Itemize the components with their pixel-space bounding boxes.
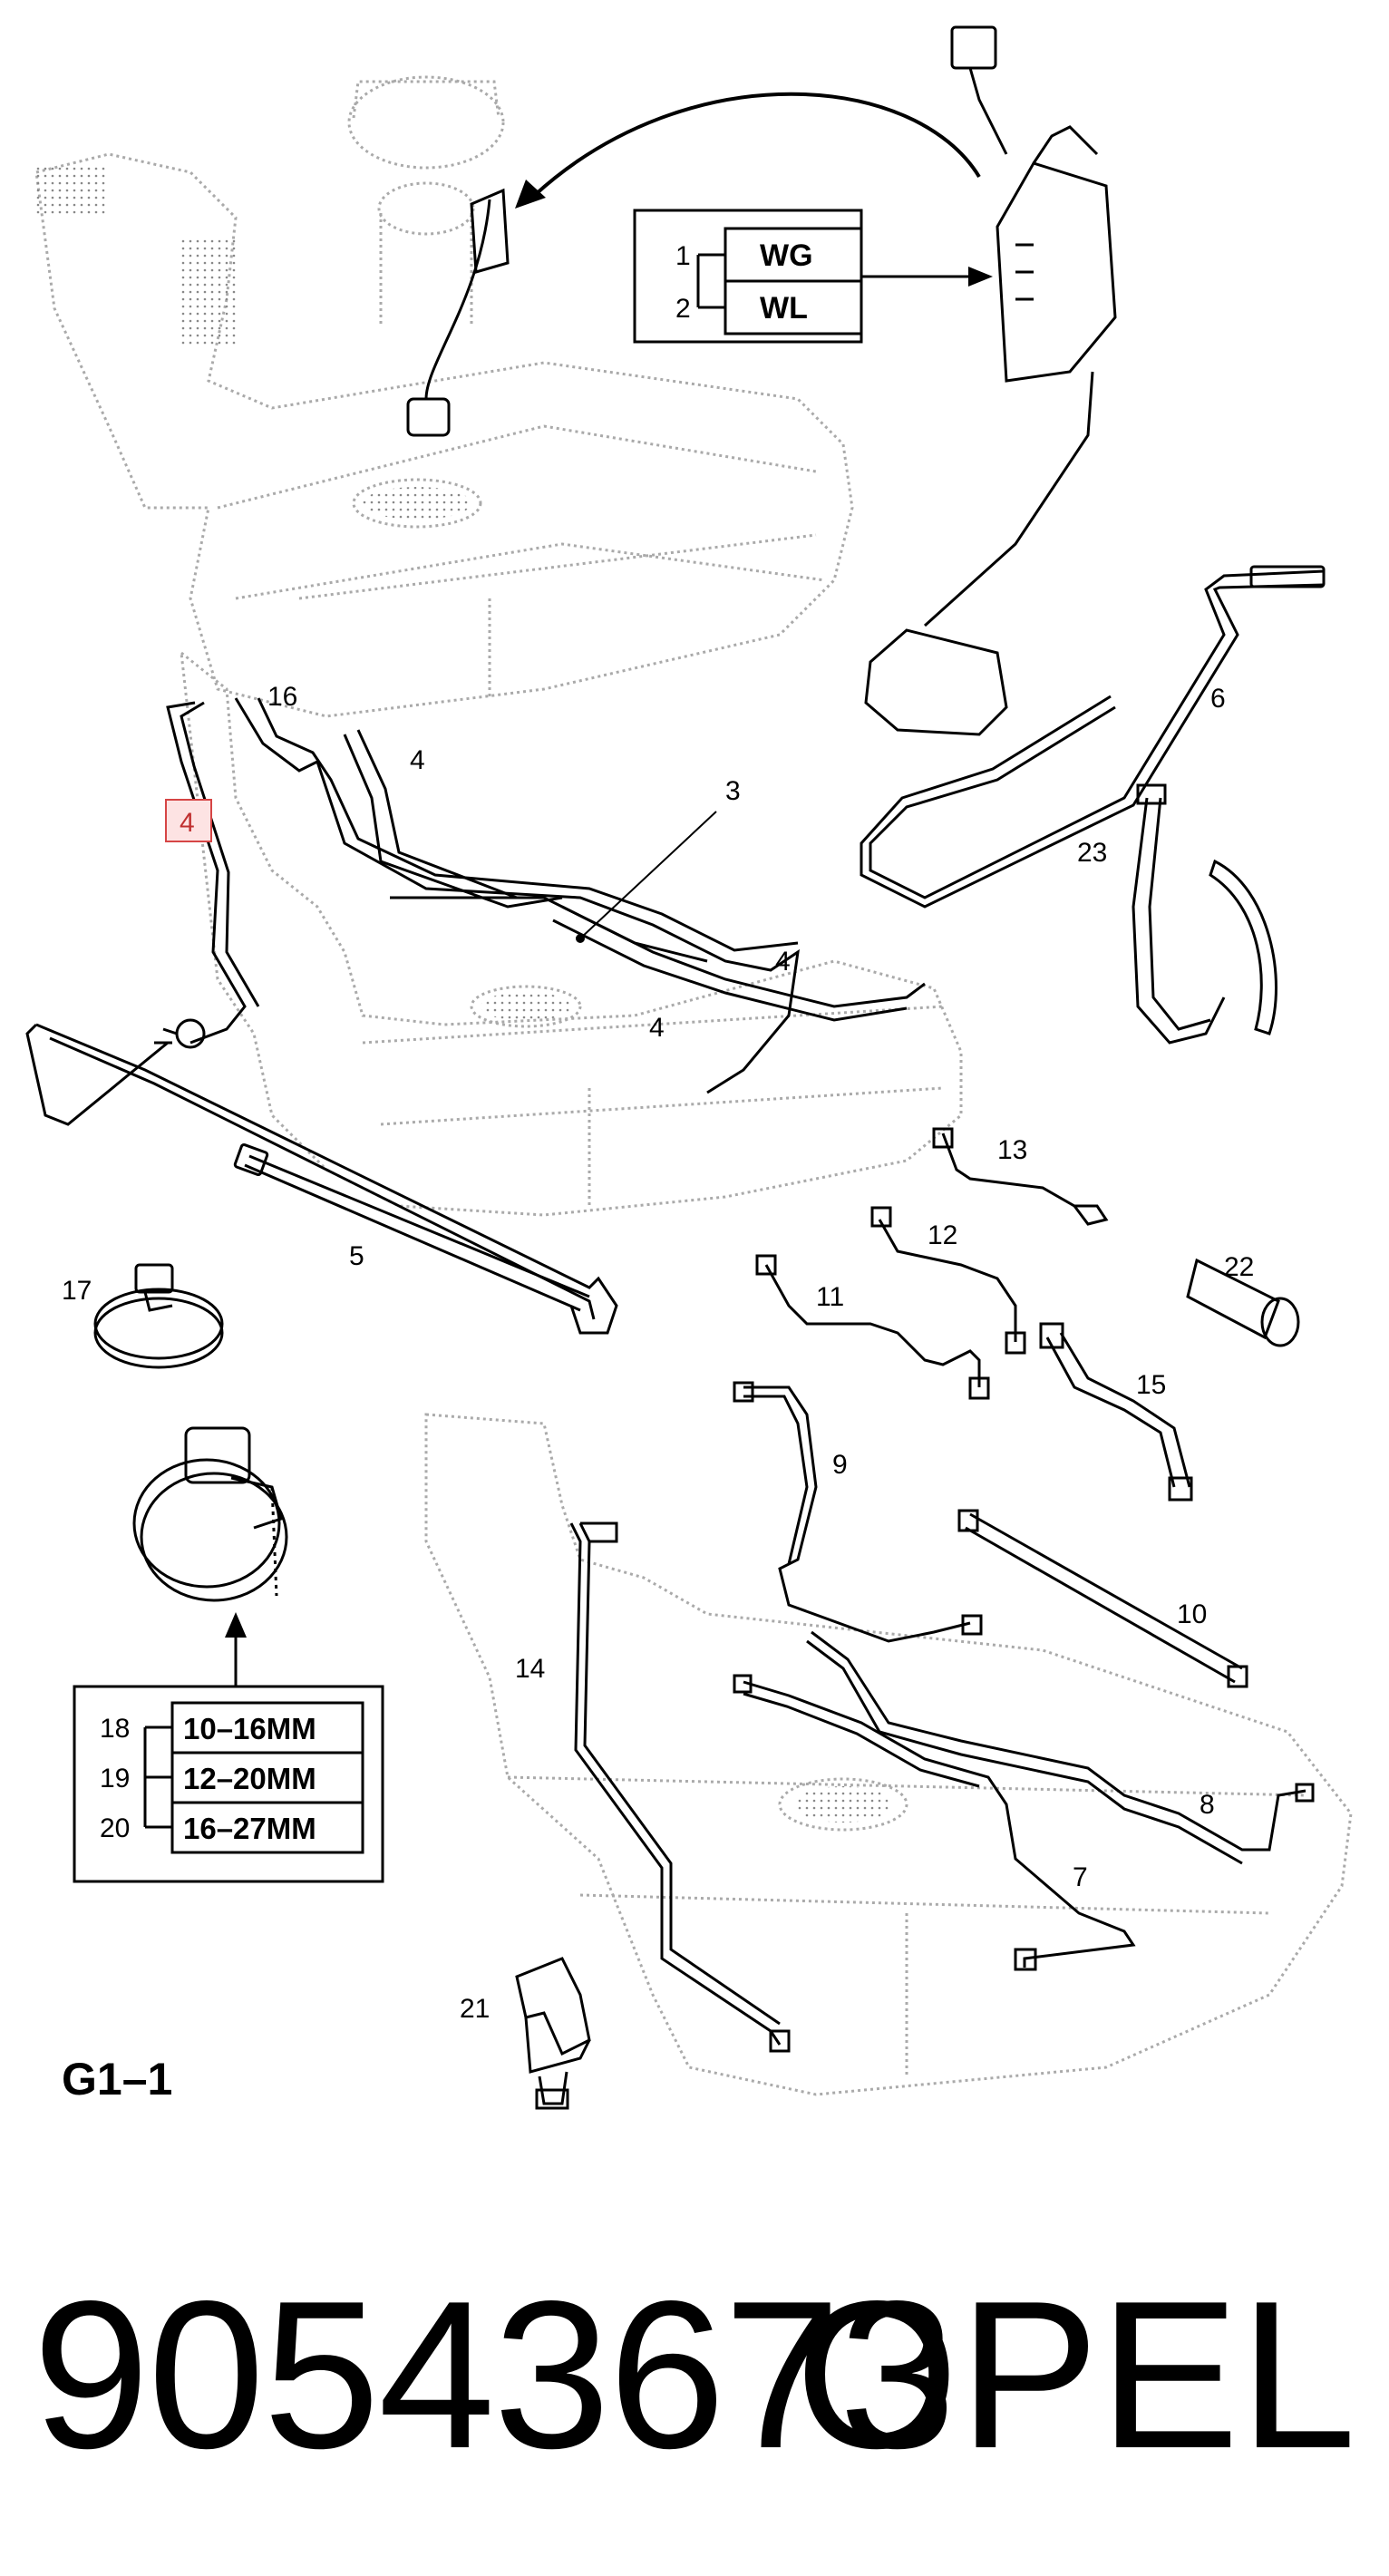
part-banner: 90543673 OPEL	[0, 2240, 1389, 2512]
part-5-fuel-line	[25, 1023, 618, 1335]
bottom-tank-shading	[793, 1786, 893, 1823]
callout-4-top: 4	[410, 745, 425, 775]
clamp-arrow-head	[225, 1612, 247, 1638]
bottom-fuel-tank	[424, 1413, 1353, 2096]
part-6-fuel-line	[860, 565, 1326, 909]
middle-tank-shading	[481, 992, 571, 1021]
callout-10: 10	[1177, 1599, 1207, 1629]
highlight-box	[165, 799, 212, 842]
clamp-size-box: 18 19 20 10–16MM 12–20MM 16–27MM	[73, 1685, 384, 1883]
clamp-num-18: 18	[100, 1714, 130, 1744]
variant-code-wg: WG	[760, 238, 813, 273]
part-18-20-hose-clamp	[132, 1426, 288, 1602]
part-22-sleeve	[1186, 1258, 1300, 1347]
variant-num-1: 1	[675, 241, 691, 271]
callout-14: 14	[515, 1654, 545, 1684]
part-4-fuel-pipes	[166, 697, 926, 1094]
clamp-size-19: 12–20MM	[183, 1762, 316, 1795]
fuel-tank-diagram: 1 2 WG WL	[25, 25, 1353, 2110]
callout-3: 3	[725, 776, 741, 806]
clamp-num-20: 20	[100, 1813, 130, 1843]
callout-12: 12	[928, 1220, 957, 1250]
sender-unit-in-tank	[406, 188, 510, 437]
callout-7: 7	[1073, 1862, 1088, 1892]
leader-3	[579, 811, 717, 939]
callout-6: 6	[1210, 684, 1226, 714]
part-14-fuel-line	[569, 1521, 791, 2053]
callout-13: 13	[997, 1135, 1027, 1165]
clamp-size-18: 10–16MM	[183, 1712, 316, 1745]
arrow-head	[515, 180, 546, 209]
callout-9: 9	[832, 1450, 848, 1480]
middle-fuel-tank	[180, 649, 963, 1217]
part-number: 90543673	[33, 2258, 956, 2493]
callout-8: 8	[1200, 1790, 1215, 1820]
part-23-cable-tie	[1132, 783, 1277, 1045]
callout-16: 16	[267, 682, 297, 712]
part-13-line	[932, 1127, 1109, 1226]
callout-4-right: 4	[775, 947, 791, 977]
callout-15: 15	[1136, 1370, 1166, 1400]
part-10-rod	[957, 1509, 1248, 1688]
callout-22: 22	[1224, 1252, 1254, 1282]
part-15-hose	[1039, 1322, 1193, 1502]
callout-4-highlight: 4	[180, 808, 195, 838]
clamp-size-20: 16–27MM	[183, 1812, 316, 1845]
part-21-clip	[515, 1957, 591, 2110]
part-7-fuel-line	[733, 1674, 1136, 1971]
part-11-line	[755, 1254, 990, 1400]
part-8-fuel-line	[806, 1630, 1315, 1865]
figure-code: G1–1	[62, 2054, 172, 2105]
brand-name: OPEL	[795, 2258, 1356, 2493]
clamp-num-19: 19	[100, 1764, 130, 1793]
callout-23: 23	[1077, 838, 1107, 868]
fuel-sender-unit	[864, 25, 1117, 736]
variant-code-wl: WL	[760, 291, 808, 326]
variant-num-2: 2	[675, 294, 691, 324]
callout-11: 11	[816, 1282, 844, 1312]
callout-5: 5	[349, 1241, 364, 1271]
part-17-hose-clamp	[93, 1263, 224, 1369]
connector-fitting	[154, 1018, 206, 1049]
part-12-line	[870, 1206, 1026, 1355]
curved-arrow	[533, 92, 981, 197]
top-fuel-tank	[34, 75, 854, 718]
callout-4-lower: 4	[649, 1013, 665, 1043]
part-9-fuel-line	[733, 1381, 983, 1643]
top-tank-shading	[36, 163, 471, 520]
callout-21: 21	[460, 1994, 490, 2024]
callout-17: 17	[62, 1276, 92, 1306]
variant-box: 1 2 WG WL	[633, 209, 993, 344]
